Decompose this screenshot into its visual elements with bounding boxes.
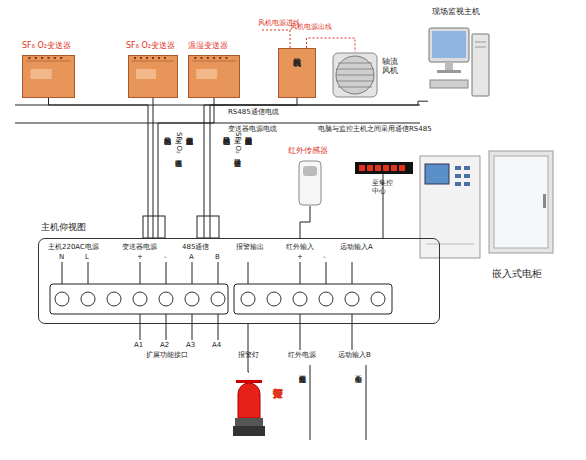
pin-label: 至集控中心 xyxy=(372,180,394,195)
pin-label: A4 xyxy=(212,342,221,350)
connector xyxy=(153,98,154,238)
connector xyxy=(49,98,149,238)
pin-label: - xyxy=(164,254,167,262)
transmitter-box: SF₆ O₂变送器 xyxy=(128,55,178,98)
pin-label: 红外电源 xyxy=(288,352,316,360)
pin-label: - xyxy=(323,254,326,262)
node-label: 嵌入式电柜 xyxy=(492,268,542,279)
pin-label: 电脑与监控主机之间采用通信RS485 xyxy=(318,126,432,134)
alarm-lamp xyxy=(232,372,266,438)
node-label: 现场监视主机 xyxy=(432,8,480,17)
connector xyxy=(204,98,297,238)
pin-label: 红外输入 xyxy=(286,244,314,252)
ir-sensor: 红外传感器 xyxy=(298,160,322,206)
pin-label: A2 xyxy=(160,342,169,350)
cabinet: 嵌入式电柜 xyxy=(488,150,554,254)
node-label: SF₆ O₂变送器 xyxy=(22,42,71,51)
transmitter-box: SF₆ O₂变送器 xyxy=(22,55,75,98)
node-label: 红外传感器 xyxy=(288,147,328,156)
pin-label: + xyxy=(137,254,143,262)
pin-label: 变送器电源 xyxy=(122,244,157,252)
pin-label: 扩展功能接口 xyxy=(146,352,188,360)
pin-label: RS485通信电缆 xyxy=(228,109,279,117)
cabinet xyxy=(488,150,554,254)
pin-label: A xyxy=(189,254,194,262)
pin-label: 远动输入A xyxy=(340,244,373,252)
connector xyxy=(158,98,214,238)
pc-drawing xyxy=(428,22,490,110)
ir-sensor xyxy=(298,160,322,206)
node-label: 轴流风机 xyxy=(382,58,400,76)
pin-label: L xyxy=(85,254,89,262)
connector xyxy=(307,38,356,52)
fan-controller: 风机控制器 xyxy=(278,48,316,98)
pin-label: A3 xyxy=(186,342,195,350)
pin-label: 至SF₆ O₂变送器电源 xyxy=(174,132,182,154)
pin-label: A1 xyxy=(134,342,143,350)
transmitter-box: 温湿变送器 xyxy=(188,55,240,98)
pin-label: 远动输入B xyxy=(338,352,371,360)
pin-label: 报警输出 xyxy=(236,244,264,252)
connector xyxy=(300,206,310,238)
edge-label: 风机电源出线 xyxy=(290,24,332,32)
fan-grill xyxy=(332,52,378,98)
connector xyxy=(248,324,249,372)
node-label: 温湿变送器 xyxy=(188,42,228,51)
monitor-pc: 现场监视主机 xyxy=(428,22,490,110)
node-label: 主机仰视图 xyxy=(41,223,86,233)
transmitter-box xyxy=(128,55,178,98)
transmitter-box xyxy=(188,55,240,98)
axial-fan: 轴流风机 xyxy=(332,52,378,98)
connector xyxy=(210,101,428,238)
pin-label: + xyxy=(297,254,303,262)
controller-box xyxy=(278,48,316,98)
node-label: SF₆ O₂变送器 xyxy=(126,42,175,51)
pin-label: 主机220AC电源 xyxy=(48,244,99,252)
pin-label: B xyxy=(215,254,220,262)
alarm-lamp: 报警灯 xyxy=(232,372,266,438)
pin-label: N xyxy=(59,254,64,262)
transmitter-box xyxy=(22,55,75,98)
pin-label: 485通信 xyxy=(182,244,209,252)
pin-label: 至SF₆ O₂变送器通信口 xyxy=(233,132,241,154)
